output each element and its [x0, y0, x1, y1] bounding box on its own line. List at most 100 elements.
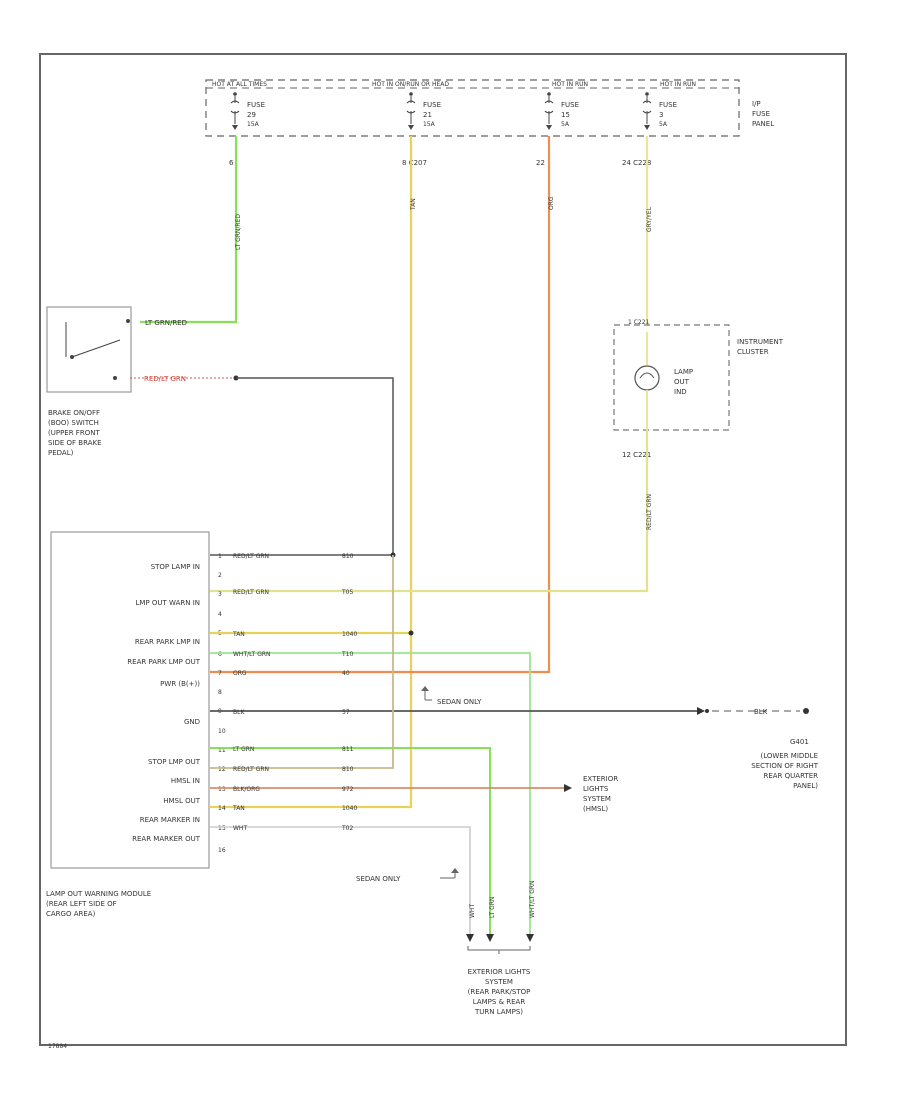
svg-text:FUSE: FUSE — [247, 101, 265, 109]
svg-text:1: 1 — [218, 553, 222, 560]
svg-text:13: 13 — [218, 786, 226, 793]
bottom-wire-label-lt-grn: LT GRN — [489, 897, 496, 918]
svg-text:5A: 5A — [659, 121, 668, 128]
svg-text:REAR PARK LMP OUT: REAR PARK LMP OUT — [127, 658, 200, 666]
svg-text:14: 14 — [218, 805, 226, 812]
svg-text:HMSL OUT: HMSL OUT — [163, 797, 201, 805]
module-caption-3: CARGO AREA) — [46, 910, 96, 918]
svg-text:57: 57 — [342, 709, 350, 716]
module-wire-labels: RED/LT GRN 810 RED/LT GRN T05 TAN 1040 W… — [232, 553, 357, 832]
fuse-pin-1: 6 — [229, 159, 234, 167]
svg-text:12: 12 — [218, 766, 226, 773]
bottom-wire-label-wht-lt-grn: WHT/LT GRN — [529, 880, 536, 918]
fuse-source-4: HOT IN RUN — [660, 81, 696, 88]
svg-text:SEDAN ONLY: SEDAN ONLY — [356, 875, 401, 883]
svg-text:LAMPS & REAR: LAMPS & REAR — [473, 998, 526, 1006]
svg-text:6: 6 — [218, 651, 222, 658]
svg-text:811: 811 — [342, 746, 354, 753]
wire-label-cluster: RED/LT GRN — [646, 494, 653, 530]
diagram-frame — [39, 53, 847, 1046]
svg-text:SEDAN ONLY: SEDAN ONLY — [437, 698, 482, 706]
module-caption-2: (REAR LEFT SIDE OF — [46, 900, 117, 908]
fuse-pin-2: 8 C207 — [402, 159, 427, 167]
svg-text:BLK/ORG: BLK/ORG — [233, 786, 260, 793]
fuse-panel-label-1: I/P — [752, 100, 761, 108]
svg-text:REAR MARKER OUT: REAR MARKER OUT — [132, 835, 201, 843]
svg-text:RED/LT GRN: RED/LT GRN — [233, 766, 269, 773]
cluster-conn-top: 1 C221 — [628, 319, 650, 326]
instrument-cluster: 1 C221 LAMP OUT IND 12 C221 — [613, 319, 730, 459]
svg-text:1040: 1040 — [342, 631, 357, 638]
svg-text:11: 11 — [218, 747, 226, 754]
svg-text:TAN: TAN — [232, 805, 245, 812]
module-pins: 1 2 3 4 5 6 7 8 9 10 11 12 13 14 15 16 — [218, 553, 226, 854]
svg-text:REAR PARK LMP IN: REAR PARK LMP IN — [135, 638, 200, 646]
brake-wire-label-bottom: RED/LT GRN — [144, 375, 186, 383]
svg-text:(LOWER MIDDLE: (LOWER MIDDLE — [760, 752, 818, 760]
wire-org — [210, 136, 551, 674]
diagram-id: 17884 — [48, 1043, 67, 1050]
svg-text:(REAR PARK/STOP: (REAR PARK/STOP — [468, 988, 531, 996]
exterior-hmsl-3: SYSTEM — [583, 795, 611, 803]
lamp-label-3: IND — [674, 388, 687, 396]
wire-label-tan: TAN — [410, 198, 417, 211]
svg-text:810: 810 — [342, 766, 354, 773]
svg-text:972: 972 — [342, 786, 354, 793]
svg-text:40: 40 — [342, 670, 350, 677]
svg-text:EXTERIOR LIGHTS: EXTERIOR LIGHTS — [468, 968, 531, 976]
fuse-source-3: HOT IN RUN — [552, 81, 588, 88]
sedan-only-note-2: SEDAN ONLY — [356, 868, 459, 883]
svg-text:SECTION OF RIGHT: SECTION OF RIGHT — [751, 762, 818, 770]
svg-text:SYSTEM: SYSTEM — [485, 978, 513, 986]
svg-text:T02: T02 — [341, 825, 353, 832]
svg-text:RED/LT GRN: RED/LT GRN — [233, 553, 269, 560]
sedan-only-note-1: SEDAN ONLY — [421, 686, 482, 706]
wire-label-org: ORG — [548, 196, 555, 210]
svg-text:1040: 1040 — [342, 805, 357, 812]
svg-text:2: 2 — [218, 572, 222, 579]
bottom-wire-label-wht: WHT — [469, 904, 476, 918]
svg-text:7: 7 — [218, 670, 222, 677]
svg-text:4: 4 — [218, 611, 222, 618]
lamp-out-warning-module — [50, 531, 210, 869]
brake-switch-label-4: SIDE OF BRAKE — [48, 439, 102, 447]
svg-text:15: 15 — [561, 111, 570, 119]
svg-text:BLK: BLK — [233, 709, 245, 716]
svg-text:T05: T05 — [341, 589, 353, 596]
svg-text:ORG: ORG — [233, 670, 247, 677]
brake-switch — [46, 306, 132, 393]
fuse-wires — [140, 136, 649, 809]
wire-lt-grn-red — [140, 136, 238, 324]
fuse-pin-4: 24 C228 — [622, 159, 651, 167]
ground-wire-label: BLK — [754, 708, 768, 716]
svg-text:FUSE: FUSE — [423, 101, 441, 109]
svg-text:STOP LMP OUT: STOP LMP OUT — [148, 758, 201, 766]
svg-text:810: 810 — [342, 553, 354, 560]
exterior-hmsl-1: EXTERIOR — [583, 775, 618, 783]
fuse-source-2: HOT IN ON/RUN OR HEAD — [372, 81, 449, 88]
svg-text:LT GRN: LT GRN — [233, 746, 254, 753]
lamp-label-2: OUT — [674, 378, 690, 386]
svg-text:GND: GND — [184, 718, 200, 726]
brake-wire-label-top: LT GRN/RED — [145, 319, 187, 327]
svg-text:15: 15 — [218, 825, 226, 832]
svg-text:REAR QUARTER: REAR QUARTER — [763, 772, 818, 780]
fuse-21: FUSE 21 15A — [406, 92, 441, 130]
ground-desc: (LOWER MIDDLE SECTION OF RIGHT REAR QUAR… — [751, 752, 818, 790]
svg-text:15A: 15A — [247, 121, 260, 128]
fuse-panel-label-3: PANEL — [752, 120, 774, 128]
svg-text:3: 3 — [659, 111, 663, 119]
svg-text:T10: T10 — [341, 651, 353, 658]
brake-switch-label-1: BRAKE ON/OFF — [48, 409, 100, 417]
svg-text:3: 3 — [218, 591, 222, 598]
fuse-29: FUSE 29 15A — [230, 92, 265, 130]
svg-text:PWR (B(+)): PWR (B(+)) — [160, 680, 200, 688]
fuse-pin-3: 22 — [536, 159, 545, 167]
svg-text:STOP LAMP IN: STOP LAMP IN — [151, 563, 200, 571]
svg-text:TURN LAMPS): TURN LAMPS) — [474, 1008, 523, 1016]
exterior-rear-label: EXTERIOR LIGHTS SYSTEM (REAR PARK/STOP L… — [468, 968, 531, 1016]
brake-switch-label-3: (UPPER FRONT — [48, 429, 100, 437]
svg-text:WHT: WHT — [233, 825, 247, 832]
svg-text:21: 21 — [423, 111, 432, 119]
wire-red-lt-grn-brake — [210, 377, 394, 556]
